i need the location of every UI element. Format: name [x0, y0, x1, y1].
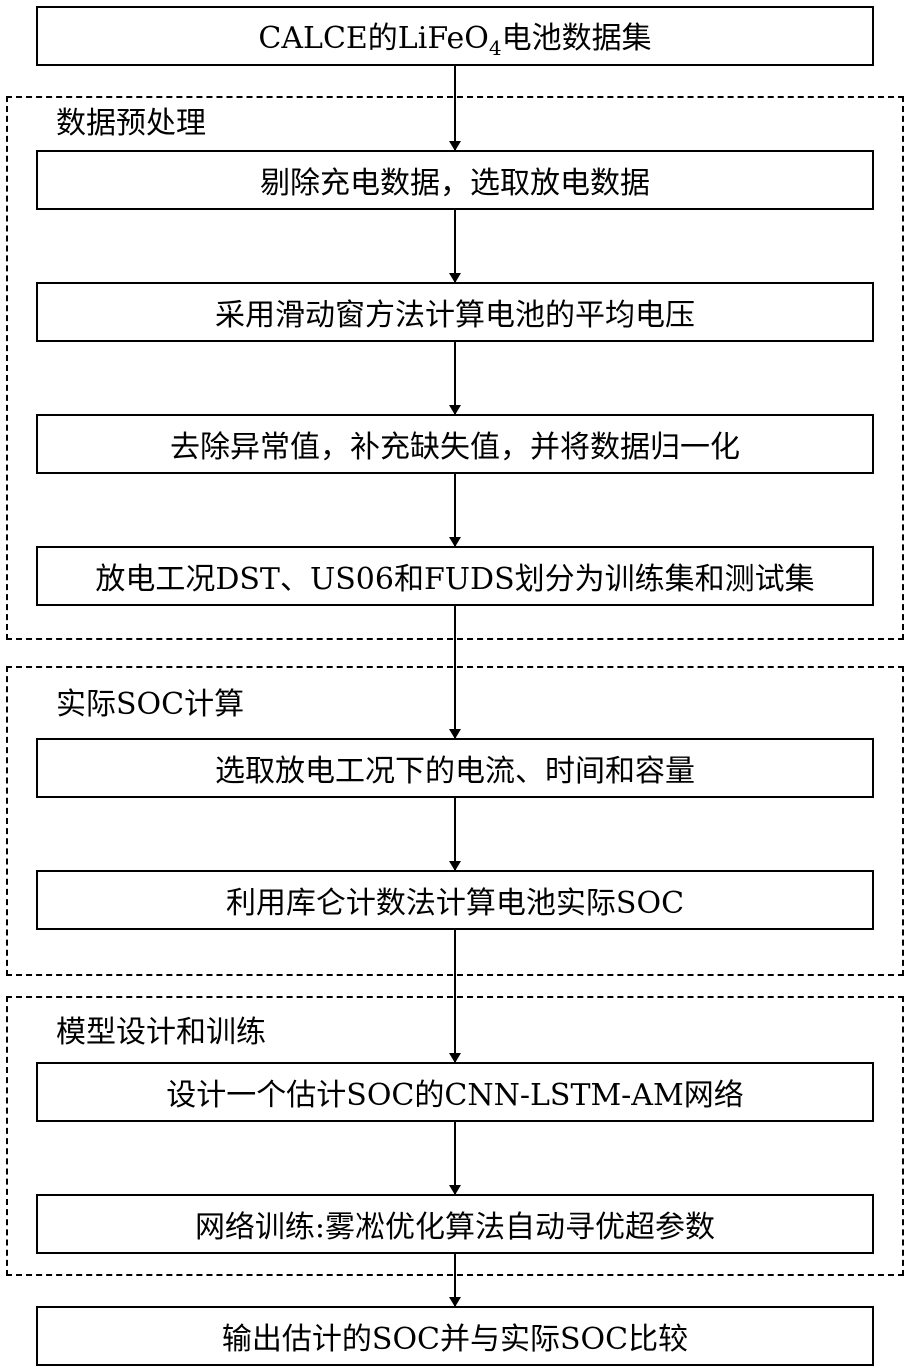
step-remove-charge-data: 剔除充电数据，选取放电数据 — [36, 150, 874, 210]
step-sliding-window-voltage: 采用滑动窗方法计算电池的平均电压 — [36, 282, 874, 342]
step-coulomb-counting: 利用库仑计数法计算电池实际SOC — [36, 870, 874, 930]
end-box-output-compare: 输出估计的SOC并与实际SOC比较 — [36, 1306, 874, 1366]
step-select-current-time-capacity: 选取放电工况下的电流、时间和容量 — [36, 738, 874, 798]
group-title-preprocessing: 数据预处理 — [56, 106, 206, 141]
start-label: CALCE的LiFeO4电池数据集 — [258, 20, 652, 60]
group-title-model-training: 模型设计和训练 — [56, 1015, 266, 1050]
group-title-soc-calculation: 实际SOC计算 — [56, 687, 245, 722]
step-design-network: 设计一个估计SOC的CNN-LSTM-AM网络 — [36, 1062, 874, 1122]
step-train-network: 网络训练:雾凇优化算法自动寻优超参数 — [36, 1194, 874, 1254]
start-box-dataset: CALCE的LiFeO4电池数据集 — [36, 6, 874, 66]
step-split-train-test: 放电工况DST、US06和FUDS划分为训练集和测试集 — [36, 546, 874, 606]
step-clean-normalize: 去除异常值，补充缺失值，并将数据归一化 — [36, 414, 874, 474]
